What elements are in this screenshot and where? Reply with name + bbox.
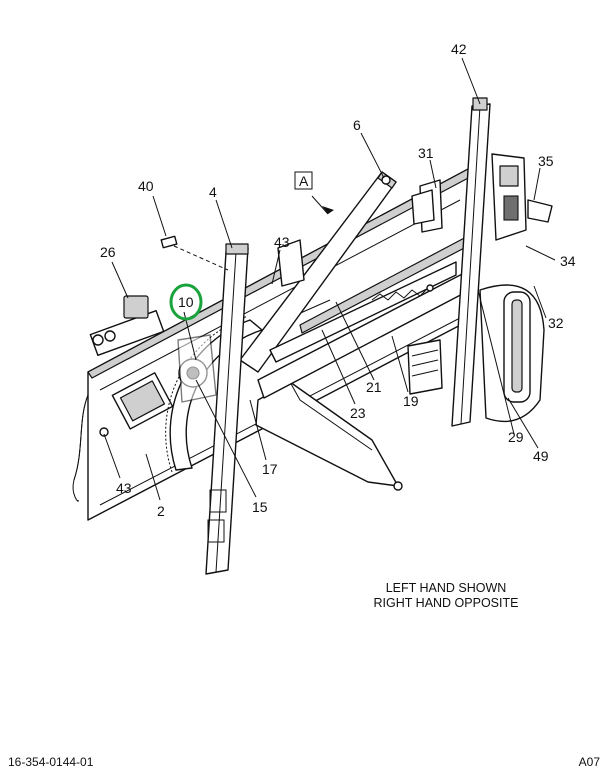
callout-26: 26 — [100, 244, 116, 260]
regulator-motor — [177, 334, 217, 403]
drawing — [72, 57, 556, 575]
callout-40: 40 — [138, 178, 154, 194]
motor-connector — [89, 295, 165, 357]
callout-17: 17 — [262, 461, 278, 477]
view-label-a-text: A — [299, 173, 309, 189]
note-line-1: LEFT HAND SHOWN — [386, 581, 507, 595]
callout-32: 32 — [548, 315, 564, 331]
vent-slats — [277, 239, 443, 395]
callout-29: 29 — [508, 429, 524, 445]
view-arrow — [311, 195, 334, 215]
regulator-arm — [239, 171, 397, 373]
callout-15: 15 — [252, 499, 268, 515]
spring — [371, 284, 434, 301]
callout-19: 19 — [403, 393, 419, 409]
front-glass-channel — [205, 243, 249, 575]
note-line-2: RIGHT HAND OPPOSITE — [374, 596, 519, 610]
callout-6: 6 — [353, 117, 361, 133]
lower-regulator-arm — [255, 381, 403, 491]
callout-10: 10 — [178, 294, 194, 310]
callout-21: 21 — [366, 379, 382, 395]
highlight-ring — [169, 283, 203, 321]
callout-42: 42 — [451, 41, 467, 57]
track-beams — [257, 234, 471, 399]
callout-43-upper: 43 — [274, 234, 290, 250]
sheet-id: A07 — [579, 755, 601, 769]
callout-35: 35 — [538, 153, 554, 169]
callout-2: 2 — [157, 503, 165, 519]
wire-harness — [72, 394, 89, 502]
callout-49: 49 — [533, 448, 549, 464]
callout-34: 34 — [560, 253, 576, 269]
callout-23: 23 — [350, 405, 366, 421]
callout-31: 31 — [418, 145, 434, 161]
door-latch — [411, 153, 553, 241]
inside-handle — [479, 284, 545, 423]
drawing-number: 16-354-0144-01 — [8, 755, 94, 769]
callout-4: 4 — [209, 184, 217, 200]
highlight-callout-10[interactable]: 10 — [169, 283, 203, 321]
bolt-40 — [160, 235, 229, 271]
fastener-43 — [99, 427, 109, 437]
leader-lines — [103, 57, 556, 501]
view-label-a: A — [294, 171, 313, 190]
callout-43-lower: 43 — [116, 480, 132, 496]
